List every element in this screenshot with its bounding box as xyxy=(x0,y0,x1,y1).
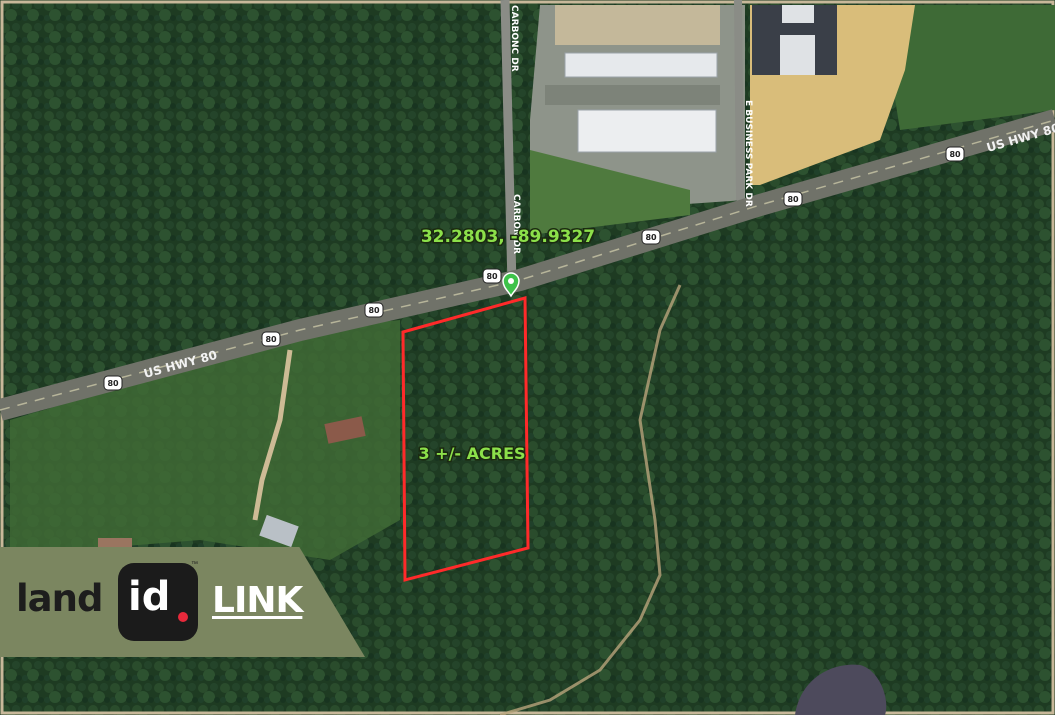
residential-clearing xyxy=(10,320,400,560)
house-roof-2 xyxy=(259,514,299,548)
brand-id-logo-icon xyxy=(118,563,198,641)
open-field xyxy=(880,5,1055,130)
business-park-drive-road xyxy=(734,0,744,201)
svg-text:80: 80 xyxy=(368,306,380,315)
house-roof-1 xyxy=(324,416,366,444)
street-label-carbon-north: CARBONC DR xyxy=(509,5,519,72)
parcel-boundary[interactable] xyxy=(401,296,530,582)
warehouse-building-south xyxy=(577,109,717,153)
coordinates-label: 32.2803, -89.9327 xyxy=(421,227,595,247)
gravel-yard xyxy=(555,5,720,45)
building-east-top xyxy=(782,5,814,23)
brand-word: land xyxy=(16,577,103,620)
house-roof-3 xyxy=(98,538,132,548)
carbon-drive-road xyxy=(500,0,517,286)
grass-lot xyxy=(530,150,690,235)
svg-text:80: 80 xyxy=(645,233,657,242)
brand-id-text: id xyxy=(128,574,171,620)
svg-text:80: 80 xyxy=(265,335,277,344)
forest-trail xyxy=(499,284,682,715)
street-label-carbon-south: CARBON DR xyxy=(511,194,521,254)
svg-text:80: 80 xyxy=(486,272,498,281)
link-button[interactable]: LINK xyxy=(212,580,303,621)
svg-text:80: 80 xyxy=(949,150,961,159)
trademark-symbol: ™ xyxy=(191,561,198,568)
route-shield-7: 80 xyxy=(945,146,965,162)
route-shield-5: 80 xyxy=(641,229,661,245)
parking-lot xyxy=(545,85,720,105)
route-shield-1: 80 xyxy=(103,375,123,391)
route-shield-3: 80 xyxy=(364,302,384,318)
pond xyxy=(795,664,887,715)
building-east xyxy=(780,35,815,75)
route-shield-2: 80 xyxy=(261,331,281,347)
parcel-acreage-label: 3 +/- ACRES xyxy=(418,444,525,463)
landid-link-badge[interactable]: land id ™ LINK xyxy=(0,547,365,657)
street-label-business-park: E BUSINESS PARK DR xyxy=(743,100,753,207)
svg-text:80: 80 xyxy=(787,195,799,204)
svg-text:80: 80 xyxy=(107,379,119,388)
route-shield-6: 80 xyxy=(783,191,803,207)
us-highway-80-centerline xyxy=(0,119,1055,411)
brand-dot-icon xyxy=(178,612,188,622)
route-shield-4: 80 xyxy=(482,268,502,284)
location-marker-icon[interactable] xyxy=(502,272,520,298)
dirt-driveway xyxy=(252,349,293,521)
warehouse-building-north xyxy=(564,52,718,78)
